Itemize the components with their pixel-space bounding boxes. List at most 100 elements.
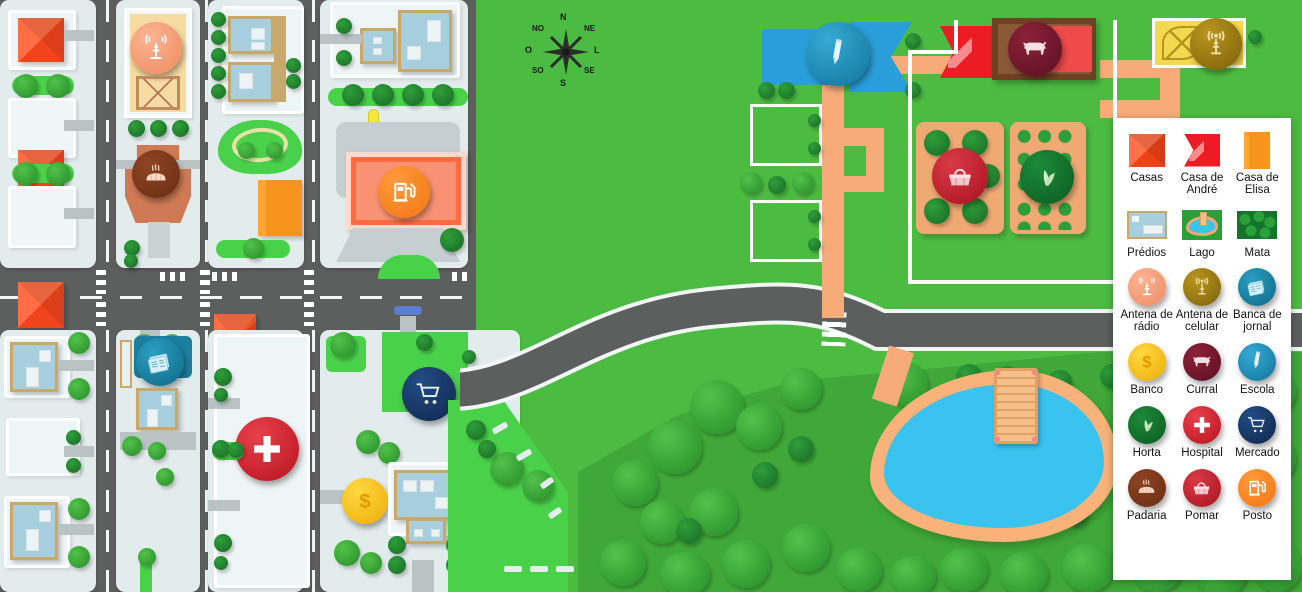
tree xyxy=(388,536,406,554)
tree xyxy=(211,48,226,63)
tree xyxy=(238,142,255,159)
legend-item-horta[interactable]: Horta xyxy=(1119,403,1174,462)
legend-label-posto: Posto xyxy=(1242,509,1273,522)
legend-item-lago[interactable]: Lago xyxy=(1174,203,1229,262)
legend-label-lago: Lago xyxy=(1189,246,1215,259)
legend-item-escola[interactable]: Escola xyxy=(1230,340,1285,399)
banco-drive xyxy=(320,490,346,504)
predio-6 xyxy=(10,502,58,560)
tree xyxy=(228,442,244,458)
window xyxy=(251,28,265,40)
escola-icon[interactable] xyxy=(806,22,870,86)
window xyxy=(435,497,448,509)
tree xyxy=(68,378,90,400)
legend-swatch-casa-de-elisa xyxy=(1237,130,1277,170)
tree xyxy=(342,84,364,106)
tree xyxy=(808,114,821,127)
tree xyxy=(46,74,70,98)
forest-tree xyxy=(660,552,710,592)
legend-label-mata: Mata xyxy=(1244,246,1271,259)
tree xyxy=(266,142,283,159)
legend-item-casa-de-andre[interactable]: Casa de André xyxy=(1174,128,1229,199)
tree xyxy=(778,82,795,99)
crosswalk-vertical-5 xyxy=(200,302,210,326)
tree xyxy=(66,458,81,473)
forest-tree xyxy=(612,460,658,506)
forest-tree xyxy=(782,524,830,572)
south-street xyxy=(412,560,434,592)
road-dash-vertical-2 xyxy=(205,0,208,268)
window xyxy=(26,367,39,387)
posto-icon[interactable] xyxy=(378,166,430,218)
legend-label-padaria: Padaria xyxy=(1126,509,1167,522)
crosswalk-vertical-3 xyxy=(304,270,314,294)
legend-item-antena-de-radio[interactable]: Antena de rádio xyxy=(1119,265,1174,336)
legend-item-mata[interactable]: Mata xyxy=(1230,203,1285,262)
cell-antenna-icon xyxy=(1182,268,1221,307)
tree xyxy=(808,238,821,251)
road-dash-horizontal xyxy=(0,296,470,299)
fruit-basket-icon xyxy=(1182,468,1221,507)
antena-de-radio-icon[interactable] xyxy=(130,22,182,74)
legend-swatch-posto xyxy=(1237,468,1277,508)
tree xyxy=(356,430,380,454)
curral-icon[interactable] xyxy=(1008,22,1062,76)
neighborhood-park xyxy=(218,120,302,174)
legend-label-antena-de-radio: Antena de rádio xyxy=(1120,309,1173,334)
legend-item-antena-de-celular[interactable]: Antena de celular xyxy=(1174,265,1229,336)
window xyxy=(251,42,265,50)
crosswalk-horizontal-2 xyxy=(212,272,238,281)
horta-icon[interactable] xyxy=(1020,150,1074,204)
tree xyxy=(138,548,156,566)
legend-label-predios: Prédios xyxy=(1127,246,1167,259)
compass-label-n: N xyxy=(560,12,567,22)
tree xyxy=(150,120,167,137)
window xyxy=(420,480,434,492)
predio-4 xyxy=(398,10,452,72)
padaria-icon[interactable] xyxy=(132,150,180,198)
compass-label-e: L xyxy=(594,45,600,55)
legend-item-banco[interactable]: $ Banco xyxy=(1119,340,1174,399)
house-roof-1 xyxy=(18,18,64,62)
legend-label-escola: Escola xyxy=(1240,383,1275,396)
window xyxy=(407,46,421,60)
bus-stop-marker[interactable] xyxy=(394,306,422,315)
tree xyxy=(68,498,90,520)
padaria-path xyxy=(148,222,170,258)
window xyxy=(147,409,158,427)
predios-sidewalk xyxy=(274,16,286,102)
legend-swatch-predios xyxy=(1126,205,1167,245)
tree xyxy=(388,556,406,574)
casa-de-elisa[interactable] xyxy=(258,180,302,236)
legend-item-curral[interactable]: Curral xyxy=(1174,340,1229,399)
banco-icon[interactable]: $ xyxy=(342,478,388,524)
tree xyxy=(758,82,775,99)
forest-tree xyxy=(940,548,988,592)
mercado-icon[interactable] xyxy=(402,367,456,421)
shopping-cart-icon xyxy=(1238,405,1277,444)
legend-item-banca-de-jornal[interactable]: Banca de jornal xyxy=(1230,265,1285,336)
legend-swatch-lago xyxy=(1181,205,1222,245)
legend-item-hospital[interactable]: Hospital xyxy=(1174,403,1229,462)
pomar-icon[interactable] xyxy=(932,148,988,204)
banca-de-jornal-icon[interactable] xyxy=(136,338,184,386)
legend-swatch-casa-de-andre xyxy=(1182,130,1222,170)
legend-item-pomar[interactable]: Pomar xyxy=(1174,466,1229,525)
predio-driveway xyxy=(320,34,362,44)
legend-swatch-casas xyxy=(1127,130,1167,170)
legend-item-posto[interactable]: Posto xyxy=(1230,466,1285,525)
legend-item-casas[interactable]: Casas xyxy=(1119,128,1174,199)
legend-item-casa-de-elisa[interactable]: Casa de Elisa xyxy=(1230,128,1285,199)
rural-path-north-3 xyxy=(1100,100,1180,118)
predio-1 xyxy=(228,16,274,54)
legend-item-padaria[interactable]: Padaria xyxy=(1119,466,1174,525)
legend-item-predios[interactable]: Prédios xyxy=(1119,203,1174,262)
legend-item-mercado[interactable]: Mercado xyxy=(1230,403,1285,462)
forest-shrub xyxy=(676,518,702,544)
antena-de-celular-icon[interactable] xyxy=(1190,18,1242,70)
forest-tree xyxy=(722,540,770,588)
hospital-icon[interactable] xyxy=(235,417,299,481)
rural-path-north-2 xyxy=(1160,60,1180,110)
tree xyxy=(1248,30,1262,44)
